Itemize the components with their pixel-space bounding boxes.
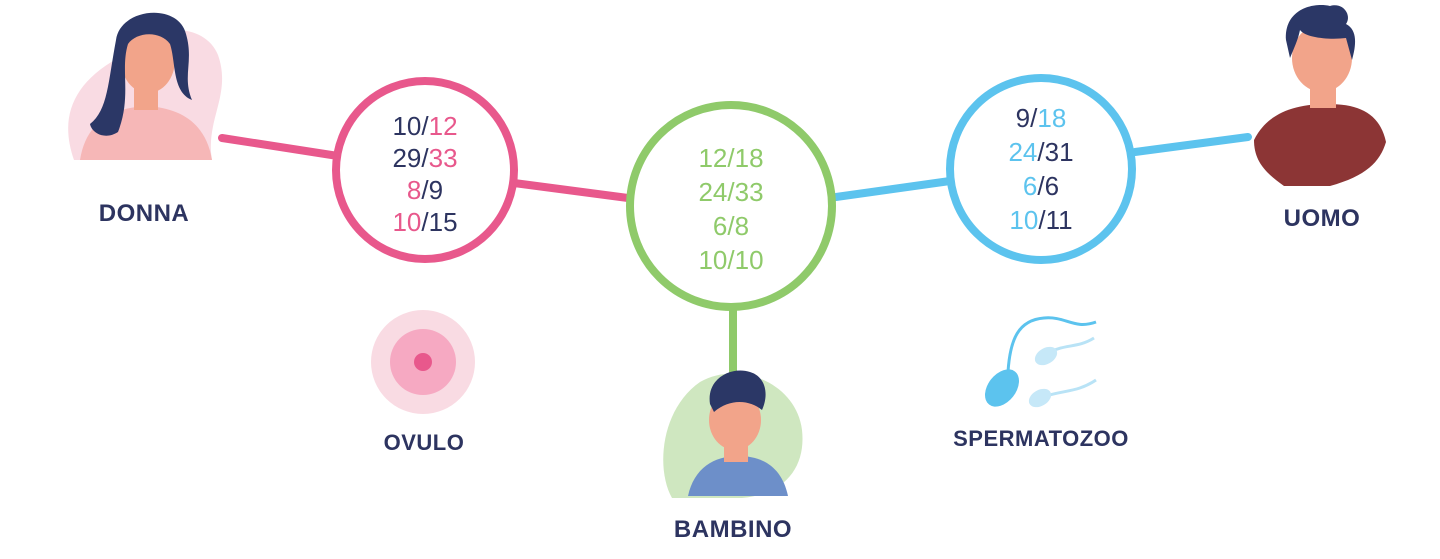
woman-allele-row: 29/33: [392, 142, 457, 174]
child-allele-second: 8: [734, 211, 750, 241]
man-allele-separator: /: [1037, 137, 1045, 167]
woman-allele-second: 33: [428, 143, 458, 173]
label-egg: OVULO: [383, 430, 465, 455]
woman-allele-row: 10/12: [392, 110, 457, 142]
woman-allele-second: 15: [428, 207, 458, 237]
label-sperm: SPERMATOZOO: [953, 426, 1129, 451]
man-allele-first: 24: [1008, 137, 1038, 167]
child-allele-first: 6: [712, 211, 728, 241]
man-allele-separator: /: [1037, 171, 1045, 201]
woman-allele-separator: /: [421, 111, 429, 141]
label-man: UOMO: [1283, 205, 1361, 232]
line-man-to-man-circle: [1131, 133, 1252, 156]
man-allele-row: 6/6: [1008, 169, 1073, 203]
man-allele-first: 6: [1022, 171, 1038, 201]
man-allele-second: 6: [1044, 171, 1060, 201]
woman-avatar: [68, 12, 223, 161]
woman-allele-row: 10/15: [392, 206, 457, 238]
line-woman-to-woman-circle: [218, 134, 342, 160]
child-allele-row: 10/10: [698, 243, 763, 277]
man-allele-row: 9/18: [1008, 101, 1073, 135]
man-avatar: [1254, 5, 1386, 186]
line-woman-circle-to-child-circle: [510, 179, 632, 202]
child-allele-separator: /: [727, 245, 735, 275]
child-avatar: [663, 370, 803, 498]
woman-allele-first: 10: [392, 207, 422, 237]
woman-allele-separator: /: [421, 143, 429, 173]
child-allele-row: 24/33: [698, 175, 763, 209]
sperm-icon: [985, 316, 1097, 408]
woman-allele-second: 9: [428, 175, 444, 205]
label-child: BAMBINO: [673, 516, 793, 543]
woman-allele-first: 10: [392, 111, 422, 141]
man-allele-second: 11: [1045, 205, 1073, 235]
man-allele-row: 24/31: [1008, 135, 1073, 169]
woman-allele-first: 8: [406, 175, 422, 205]
woman-allele-separator: /: [421, 207, 429, 237]
child-allele-second: 10: [734, 245, 764, 275]
man-allele-separator: /: [1030, 103, 1038, 133]
child-allele-separator: /: [727, 143, 735, 173]
man-allele-first: 9: [1015, 103, 1031, 133]
line-man-circle-to-child-circle: [832, 177, 954, 201]
woman-allele-row: 8/9: [392, 174, 457, 206]
child-allele-first: 24: [698, 177, 728, 207]
man-allele-second: 18: [1037, 103, 1067, 133]
child-allele-row: 12/18: [698, 141, 763, 175]
man-allele-first: 10: [1009, 205, 1039, 235]
child-allele-separator: /: [727, 211, 735, 241]
child-allele-circle: [626, 101, 836, 311]
man-allele-circle: [946, 74, 1136, 264]
woman-allele-first: 29: [392, 143, 422, 173]
man-allele-second: 31: [1044, 137, 1074, 167]
child-allele-second: 18: [734, 143, 764, 173]
child-allele-separator: /: [727, 177, 735, 207]
egg-icon: [371, 310, 475, 414]
child-allele-first: 10: [698, 245, 728, 275]
woman-allele-separator: /: [421, 175, 429, 205]
man-allele-row: 10/11: [1008, 203, 1073, 237]
man-allele-separator: /: [1038, 205, 1046, 235]
woman-allele-circle: [332, 77, 518, 263]
child-allele-first: 12: [698, 143, 728, 173]
child-allele-row: 6/8: [698, 209, 763, 243]
child-allele-second: 33: [734, 177, 764, 207]
woman-allele-second: 12: [428, 111, 458, 141]
label-woman: DONNA: [98, 200, 190, 227]
